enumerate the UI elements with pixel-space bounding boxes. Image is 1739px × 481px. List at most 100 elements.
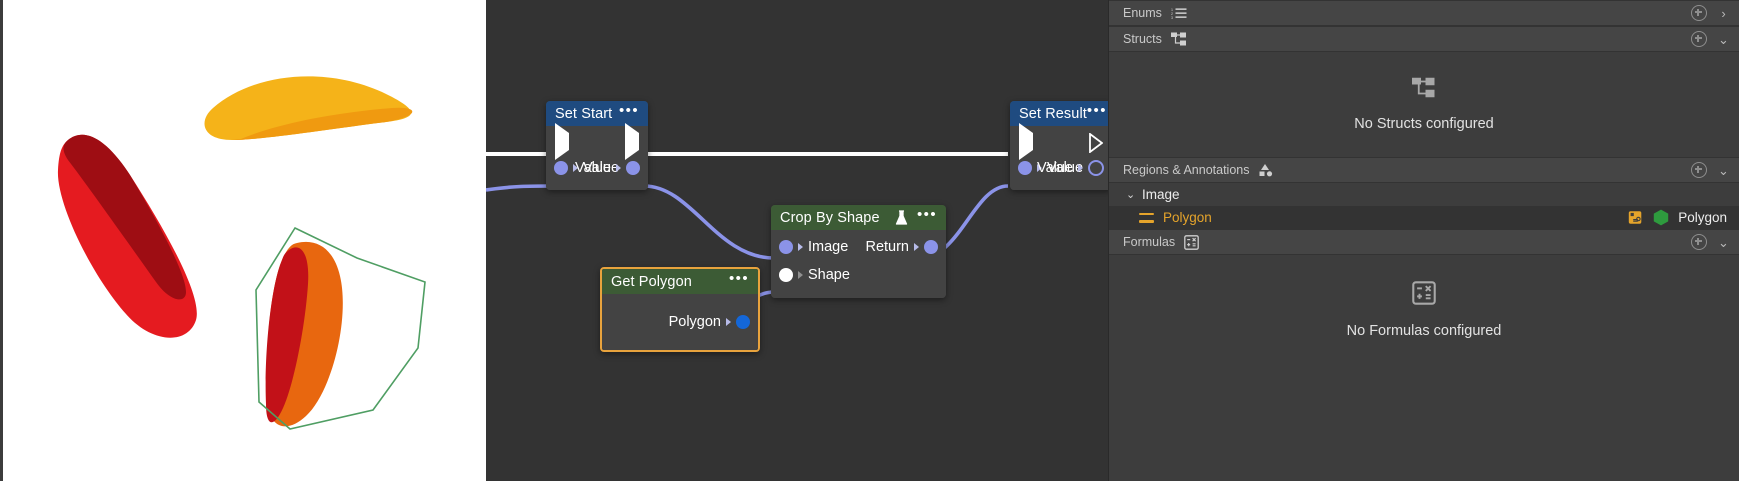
node-header-set-start[interactable]: Set Start ••• bbox=[546, 101, 648, 126]
formula-icon bbox=[1184, 234, 1199, 250]
numbered-list-icon: 1 2 3 bbox=[1171, 7, 1187, 19]
node-get-polygon[interactable]: Get Polygon ••• Polygon bbox=[600, 267, 760, 352]
section-title: Regions & Annotations bbox=[1123, 163, 1250, 177]
equals-lines-icon bbox=[1139, 212, 1154, 223]
svg-text:3: 3 bbox=[1171, 16, 1173, 19]
section-header-regions[interactable]: Regions & Annotations ⌄ bbox=[1109, 157, 1739, 183]
formulas-empty-state: No Formulas configured bbox=[1109, 255, 1739, 365]
tree-item-polygon[interactable]: Polygon Polygon bbox=[1109, 206, 1739, 229]
exec-row bbox=[1010, 123, 1108, 160]
output-port-polygon[interactable]: Polygon bbox=[669, 314, 750, 330]
node-menu-icon[interactable]: ••• bbox=[729, 270, 749, 287]
port-row: Image Return bbox=[771, 230, 946, 263]
node-header-set-result[interactable]: Set Result ••• bbox=[1010, 101, 1108, 126]
port-dot-icon bbox=[779, 268, 793, 282]
port-dot-icon bbox=[1088, 160, 1104, 176]
empty-state-text: No Structs configured bbox=[1354, 116, 1494, 132]
link-tag-icon[interactable] bbox=[1628, 210, 1643, 225]
image-canvas-shapes bbox=[57, 76, 426, 430]
chevron-down-icon[interactable]: ⌄ bbox=[1718, 31, 1729, 47]
flask-icon bbox=[895, 209, 908, 226]
struct-hierarchy-icon bbox=[1170, 32, 1187, 46]
exec-in-icon[interactable] bbox=[555, 123, 569, 160]
port-label: Value bbox=[583, 160, 620, 176]
section-header-formulas[interactable]: Formulas ⌄ bbox=[1109, 229, 1739, 255]
node-menu-icon[interactable]: ••• bbox=[619, 102, 639, 119]
port-dot-icon bbox=[736, 315, 750, 329]
image-viewer[interactable] bbox=[0, 0, 486, 481]
input-port-value[interactable]: Value bbox=[1018, 160, 1083, 176]
port-arrow-icon bbox=[616, 164, 621, 172]
port-row: Polygon bbox=[602, 294, 758, 350]
port-row: Value Value bbox=[1010, 160, 1108, 190]
right-properties-panel: Enums 1 2 3 › Structs bbox=[1108, 0, 1739, 481]
section-header-enums[interactable]: Enums 1 2 3 › bbox=[1109, 0, 1739, 26]
chevron-right-icon[interactable]: › bbox=[1721, 5, 1726, 21]
node-body: Value Value bbox=[1010, 123, 1108, 190]
node-body: Value Value bbox=[546, 123, 648, 190]
node-body: Image Return Shape bbox=[771, 230, 946, 298]
node-header-get-polygon[interactable]: Get Polygon ••• bbox=[602, 269, 758, 294]
port-arrow-icon bbox=[798, 271, 803, 279]
output-port-value[interactable]: Value bbox=[1037, 160, 1104, 176]
node-menu-icon[interactable]: ••• bbox=[1086, 102, 1107, 119]
node-body: Polygon bbox=[602, 294, 758, 350]
node-crop-by-shape[interactable]: Crop By Shape ••• Image bbox=[771, 205, 946, 298]
output-port-value[interactable]: Value bbox=[575, 160, 640, 176]
data-wire-start-to-crop bbox=[643, 184, 775, 260]
node-title: Set Result bbox=[1019, 105, 1087, 122]
port-dot-icon bbox=[626, 161, 640, 175]
port-row: Shape bbox=[771, 263, 946, 298]
orange-blob-shade bbox=[265, 247, 309, 423]
exec-out-icon[interactable] bbox=[1089, 132, 1104, 158]
svg-text:1: 1 bbox=[1171, 8, 1173, 12]
output-port-return[interactable]: Return bbox=[865, 239, 938, 255]
input-port-value[interactable]: Value bbox=[554, 160, 619, 176]
port-arrow-icon bbox=[726, 318, 731, 326]
node-title: Set Start bbox=[555, 105, 613, 122]
input-port-image[interactable]: Image bbox=[779, 239, 848, 255]
port-dot-icon bbox=[1018, 161, 1032, 175]
red-blob-shade bbox=[63, 134, 186, 300]
section-header-structs[interactable]: Structs ⌄ bbox=[1109, 26, 1739, 52]
input-port-shape[interactable]: Shape bbox=[779, 267, 850, 283]
port-arrow-icon bbox=[1037, 164, 1042, 172]
section-title: Formulas bbox=[1123, 235, 1176, 249]
empty-state-text: No Formulas configured bbox=[1346, 323, 1502, 339]
node-graph-editor[interactable]: Set Start ••• Value bbox=[486, 0, 1108, 481]
structs-empty-state: No Structs configured bbox=[1109, 52, 1739, 157]
port-label: Image bbox=[808, 239, 849, 255]
node-set-start[interactable]: Set Start ••• Value bbox=[546, 101, 648, 190]
node-set-result[interactable]: Set Result ••• Value bbox=[1010, 101, 1108, 190]
tree-group-image[interactable]: ⌄ Image bbox=[1109, 183, 1739, 206]
port-arrow-icon bbox=[1078, 164, 1083, 172]
add-region-button[interactable] bbox=[1691, 162, 1707, 178]
port-label: Polygon bbox=[668, 314, 721, 330]
chevron-down-icon[interactable]: ⌄ bbox=[1718, 234, 1729, 250]
port-label: Value bbox=[574, 160, 611, 176]
struct-hierarchy-icon bbox=[1412, 77, 1436, 103]
tree-item-type-label: Polygon bbox=[1678, 210, 1727, 225]
data-wire-in bbox=[486, 184, 553, 192]
port-arrow-icon bbox=[914, 243, 919, 251]
node-menu-icon[interactable]: ••• bbox=[917, 206, 937, 223]
svg-text:2: 2 bbox=[1171, 12, 1173, 16]
add-enum-button[interactable] bbox=[1691, 5, 1707, 21]
add-formula-button[interactable] bbox=[1691, 234, 1707, 250]
tree-group-label: Image bbox=[1142, 187, 1180, 202]
chevron-down-icon[interactable]: ⌄ bbox=[1718, 162, 1729, 178]
node-title: Get Polygon bbox=[611, 273, 692, 290]
port-arrow-icon bbox=[573, 164, 578, 172]
shapes-icon bbox=[1258, 163, 1274, 177]
port-label: Return bbox=[865, 239, 909, 255]
add-struct-button[interactable] bbox=[1691, 31, 1707, 47]
port-label: Shape bbox=[808, 267, 850, 283]
viewer-left-edge bbox=[0, 0, 3, 481]
port-row: Value Value bbox=[546, 160, 648, 190]
port-label: Value bbox=[1036, 160, 1073, 176]
node-header-crop-by-shape[interactable]: Crop By Shape ••• bbox=[771, 205, 946, 230]
section-title: Enums bbox=[1123, 6, 1162, 20]
exec-in-icon[interactable] bbox=[1019, 123, 1033, 160]
exec-out-icon[interactable] bbox=[625, 123, 639, 160]
chevron-down-icon[interactable]: ⌄ bbox=[1126, 189, 1136, 201]
